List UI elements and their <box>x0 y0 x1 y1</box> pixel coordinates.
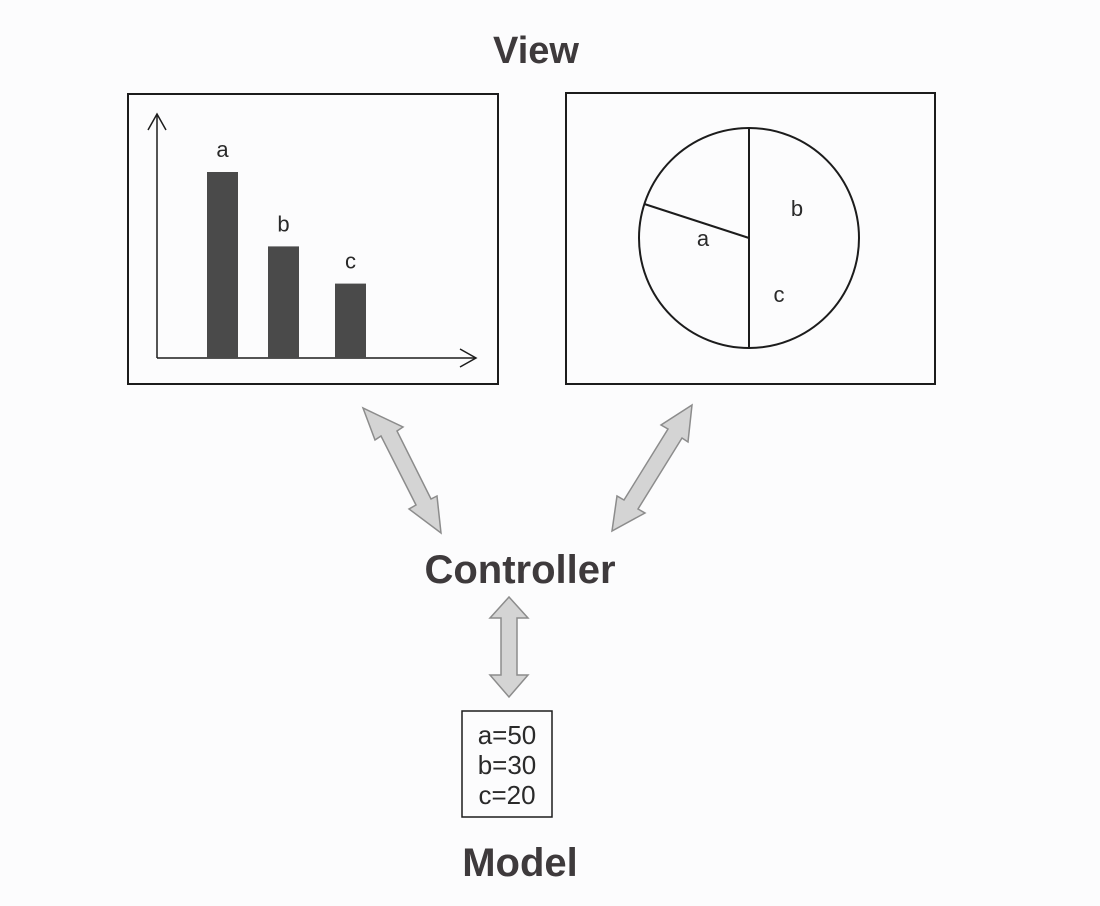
bar-label-a: a <box>216 137 229 162</box>
view-title: View <box>493 30 579 72</box>
model-line-b: b=30 <box>478 750 537 780</box>
controller-title: Controller <box>424 548 615 592</box>
pie-label-c: c <box>774 282 785 307</box>
pie-label-b: b <box>791 196 803 221</box>
y-axis-arrowhead <box>147 112 167 131</box>
bar-chart-view: a b c <box>127 93 499 385</box>
x-axis-arrowhead <box>459 348 478 368</box>
model-title: Model <box>462 841 578 885</box>
pie-label-a: a <box>697 226 710 251</box>
bars-layer: a b c <box>207 137 366 358</box>
model-frame <box>461 710 553 818</box>
bar-view-controller-arrow <box>361 406 442 535</box>
model-line-a: a=50 <box>478 720 537 750</box>
pie-layer: a b c <box>644 128 803 348</box>
bar-label-c: c <box>345 249 356 274</box>
pie-chart-view: a b c <box>565 92 936 385</box>
bar-label-b: b <box>277 211 289 236</box>
bar-b <box>268 246 299 358</box>
pie-boundary-c <box>644 203 750 239</box>
model-data-box: a=50 b=30 c=20 <box>461 710 553 818</box>
controller-model-arrow <box>488 595 530 699</box>
bar-a <box>207 172 238 358</box>
model-line-c: c=20 <box>478 780 535 810</box>
bar-c <box>335 283 366 358</box>
bar-chart-frame <box>127 93 499 385</box>
pie-chart-frame <box>565 92 936 385</box>
pie-view-controller-arrow <box>611 403 693 533</box>
